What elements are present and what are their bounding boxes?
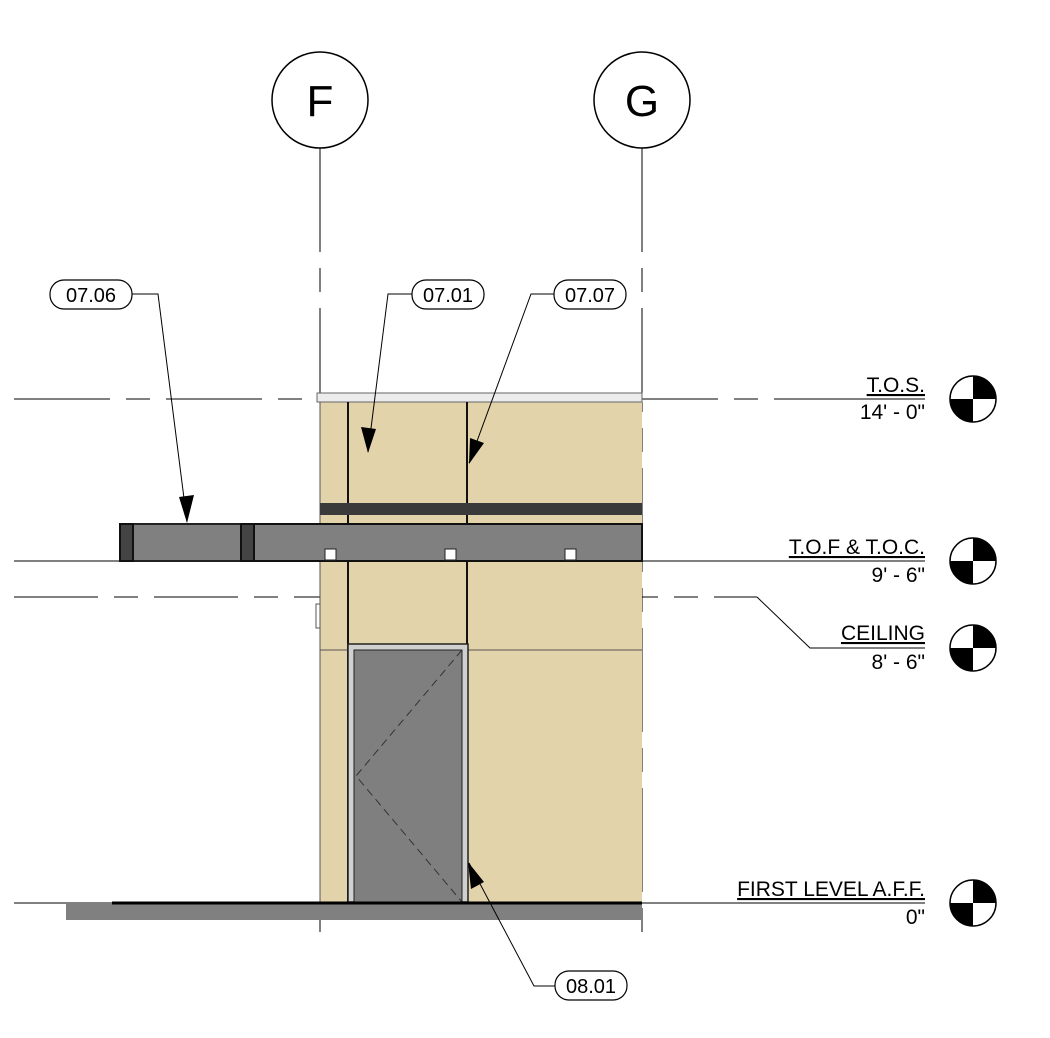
canopy-end-cap — [119, 523, 134, 562]
keynote-label: 07.07 — [565, 285, 615, 307]
level-tof: T.O.F & T.O.C. 9' - 6" — [745, 536, 925, 587]
keynote-leader — [468, 862, 555, 987]
keynote-leader — [367, 293, 412, 453]
level-target-icon — [949, 537, 997, 585]
level-name: CEILING — [841, 622, 925, 645]
keynote-leader — [468, 293, 554, 464]
ceiling-leader — [756, 596, 925, 649]
arrowhead-icon — [469, 438, 484, 464]
floor-slab — [66, 903, 642, 920]
keynote-08-01: 08.01 — [468, 862, 628, 1001]
parapet-cap — [316, 392, 643, 403]
level-elevation: 9' - 6" — [872, 564, 925, 587]
level-name: T.O.S. — [867, 374, 925, 397]
keynote-label: 07.01 — [423, 285, 473, 307]
level-elevation: 14' - 0" — [860, 401, 925, 424]
level-name: T.O.F & T.O.C. — [789, 536, 925, 559]
reveal-band — [320, 503, 642, 515]
canopy-light-3 — [564, 548, 577, 561]
keynote-07-07: 07.07 — [468, 279, 627, 464]
level-target-icon — [949, 879, 997, 927]
keynote-label: 08.01 — [566, 976, 616, 998]
level-ceiling: CEILING 8' - 6" — [841, 622, 925, 674]
door — [347, 643, 469, 903]
arrowhead-icon — [361, 427, 376, 453]
grid-bubble-f — [271, 51, 369, 149]
canopy-joint-cap — [240, 523, 255, 562]
grid-label-f: F — [307, 77, 334, 126]
keynote-leader — [132, 293, 188, 523]
door-leaf — [353, 649, 463, 903]
arrowhead-icon — [468, 862, 484, 889]
wall-side-fixture — [315, 603, 321, 629]
canopy-arm — [119, 523, 243, 562]
arrowhead-icon — [179, 495, 194, 523]
canopy-light-2 — [444, 548, 457, 561]
level-tos: T.O.S. 14' - 0" — [830, 374, 925, 424]
grid-bubble-g — [593, 51, 691, 149]
keynote-07-01: 07.01 — [361, 279, 485, 453]
level-name: FIRST LEVEL A.F.F. — [737, 878, 925, 901]
door-swing — [355, 649, 463, 903]
canopy — [119, 523, 643, 562]
canopy-light-1 — [324, 548, 337, 561]
keynote-label: 07.06 — [66, 285, 116, 307]
level-target-icon — [949, 624, 997, 672]
level-target-icon — [949, 375, 997, 423]
keynote-07-06: 07.06 — [49, 279, 194, 523]
level-first: FIRST LEVEL A.F.F. 0" — [682, 878, 925, 929]
canopy-fascia — [253, 523, 643, 562]
level-elevation: 0" — [906, 906, 925, 929]
level-elevation: 8' - 6" — [872, 651, 925, 674]
grid-label-g: G — [625, 77, 659, 126]
